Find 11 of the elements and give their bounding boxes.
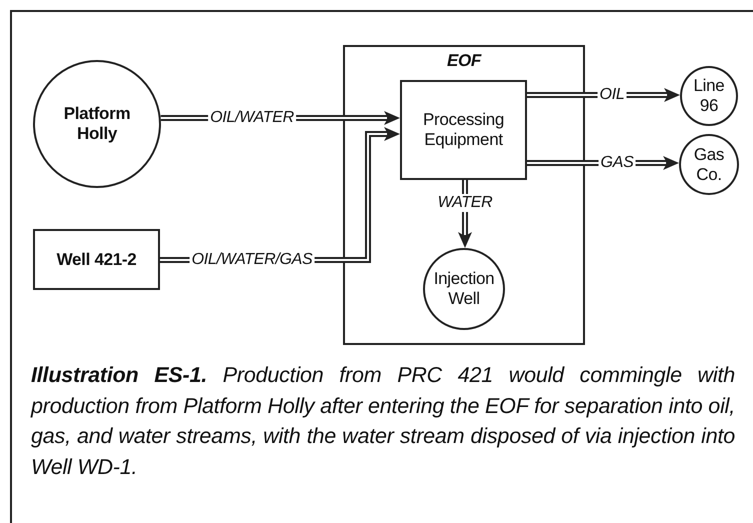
node-label: Gas Co. [692,144,726,184]
node-label: Processing Equipment [422,110,506,150]
node-label: EOF [446,50,482,71]
node-label: Well 421-2 [56,250,138,270]
caption: Illustration ES-1. Production from PRC 421 would commingle with production from Platform Holly after entering the EOF for separation into oil, gas, and water streams, with the water stream disposed of via injection into Well WD-1. [31,362,735,480]
node-label: Platform Holly [62,104,132,144]
facility-box [343,45,585,345]
process-box [400,80,527,180]
node-label: Injection Well [432,269,496,309]
node-label: Line 96 [692,76,726,116]
process-box [33,229,160,290]
